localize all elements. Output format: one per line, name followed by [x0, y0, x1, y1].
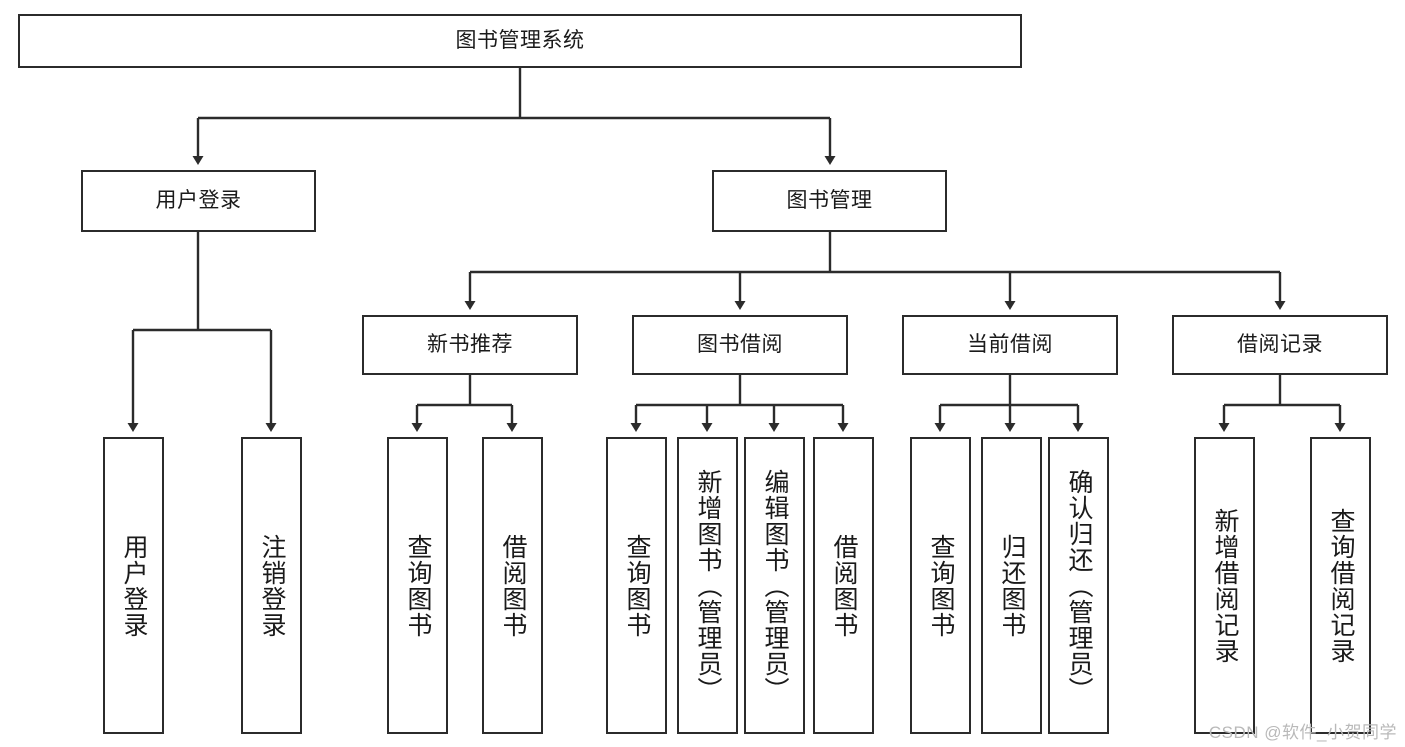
- leaf-user-login-signin[interactable]: 用户登录: [103, 437, 164, 734]
- leaf-borrow-edit-book[interactable]: 编辑图书（管理员）: [744, 437, 805, 734]
- node-label: 新增借阅记录: [1211, 507, 1239, 664]
- leaf-current-confirm-return[interactable]: 确认归还（管理员）: [1048, 437, 1109, 734]
- node-label: 查询图书: [927, 533, 955, 638]
- leaf-borrow-add-book[interactable]: 新增图书（管理员）: [677, 437, 738, 734]
- node-borrow-records[interactable]: 借阅记录: [1172, 315, 1388, 375]
- node-label: 用户登录: [120, 533, 148, 638]
- node-label: 借阅图书: [830, 533, 858, 638]
- node-book-management[interactable]: 图书管理: [712, 170, 947, 232]
- node-label: 图书管理系统: [455, 28, 585, 52]
- node-label: 归还图书: [998, 533, 1026, 638]
- leaf-recommend-query-book[interactable]: 查询图书: [387, 437, 448, 734]
- leaf-current-query-book[interactable]: 查询图书: [910, 437, 971, 734]
- leaf-borrow-query-book[interactable]: 查询图书: [606, 437, 667, 734]
- node-label: 查询图书: [404, 533, 432, 638]
- node-current-borrow[interactable]: 当前借阅: [902, 315, 1118, 375]
- node-label: 新增图书（管理员）: [694, 468, 722, 703]
- node-label: 查询借阅记录: [1327, 507, 1355, 664]
- node-label: 注销登录: [258, 533, 286, 638]
- node-label: 借阅记录: [1237, 332, 1323, 356]
- node-label: 用户登录: [155, 188, 242, 212]
- leaf-user-login-signout[interactable]: 注销登录: [241, 437, 302, 734]
- node-label: 查询图书: [623, 533, 651, 638]
- node-label: 新书推荐: [427, 332, 513, 356]
- csdn-watermark: CSDN @软件_小贺同学: [1208, 723, 1397, 742]
- leaf-current-return-book[interactable]: 归还图书: [981, 437, 1042, 734]
- node-label: 借阅图书: [499, 533, 527, 638]
- node-root-system[interactable]: 图书管理系统: [18, 14, 1022, 68]
- node-label: 图书借阅: [697, 332, 783, 356]
- node-label: 确认归还（管理员）: [1065, 468, 1093, 703]
- leaf-records-add-record[interactable]: 新增借阅记录: [1194, 437, 1255, 734]
- leaf-records-query-record[interactable]: 查询借阅记录: [1310, 437, 1371, 734]
- node-label: 图书管理: [786, 188, 873, 212]
- node-label: 当前借阅: [967, 332, 1053, 356]
- leaf-recommend-borrow-book[interactable]: 借阅图书: [482, 437, 543, 734]
- node-new-book-recommend[interactable]: 新书推荐: [362, 315, 578, 375]
- leaf-borrow-borrow-book[interactable]: 借阅图书: [813, 437, 874, 734]
- node-user-login[interactable]: 用户登录: [81, 170, 316, 232]
- node-book-borrow[interactable]: 图书借阅: [632, 315, 848, 375]
- node-label: 编辑图书（管理员）: [761, 468, 789, 703]
